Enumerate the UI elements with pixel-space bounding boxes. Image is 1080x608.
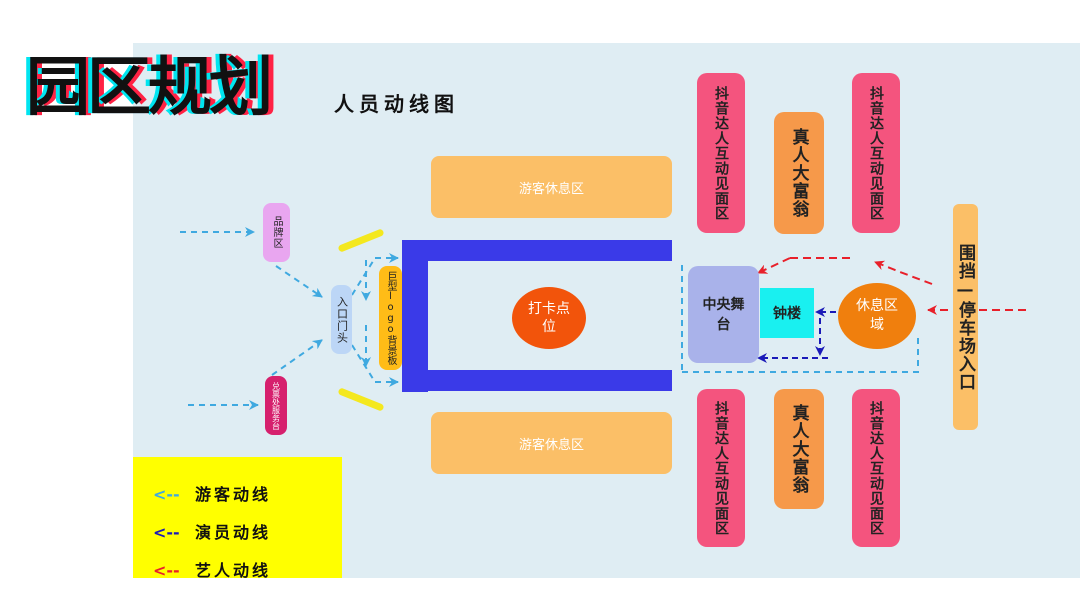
legend: <--游客动线 <--演员动线 <--艺人动线 xyxy=(133,457,342,580)
monopoly-area-top: 真人大富翁 xyxy=(774,112,824,234)
checkin-point: 打卡点位 xyxy=(512,287,586,349)
rest-area-top: 游客休息区 xyxy=(431,156,672,218)
rest-area-bottom: 游客休息区 xyxy=(431,412,672,474)
meet-area-bottom-right: 抖音达人互动见面区 xyxy=(852,389,900,547)
clock-tower: 钟楼 xyxy=(760,288,814,338)
meet-area-top-left: 抖音达人互动见面区 xyxy=(697,73,745,233)
parking-entrance: 围挡—停车场入口 xyxy=(953,204,978,430)
frame-left xyxy=(402,240,428,392)
entrance-gate: 入口门头 xyxy=(331,285,352,354)
legend-item-performer: <--演员动线 xyxy=(153,523,272,542)
page-title: 园区规划 园区规划 园区规划 xyxy=(22,51,278,125)
frame-bottom xyxy=(402,370,672,391)
legend-item-artist: <--艺人动线 xyxy=(153,561,272,580)
logo-backdrop-board: 巨型logo背景板 xyxy=(379,266,402,370)
meet-area-top-right: 抖音达人互动见面区 xyxy=(852,73,900,233)
frame-top xyxy=(402,240,672,261)
legend-item-visitor: <--游客动线 xyxy=(153,485,272,504)
center-stage: 中央舞台 xyxy=(688,266,759,363)
ticket-service-desk: 兑票处服务台 xyxy=(265,376,287,435)
meet-area-bottom-left: 抖音达人互动见面区 xyxy=(697,389,745,547)
monopoly-area-bottom: 真人大富翁 xyxy=(774,389,824,509)
artist-flow xyxy=(757,257,1026,315)
subtitle: 人员动线图 xyxy=(334,92,459,116)
performer-flow xyxy=(757,307,836,363)
brand-area: 品牌区 xyxy=(263,203,290,262)
lounge-area: 休息区域 xyxy=(838,283,916,349)
visitor-flow xyxy=(180,227,919,410)
